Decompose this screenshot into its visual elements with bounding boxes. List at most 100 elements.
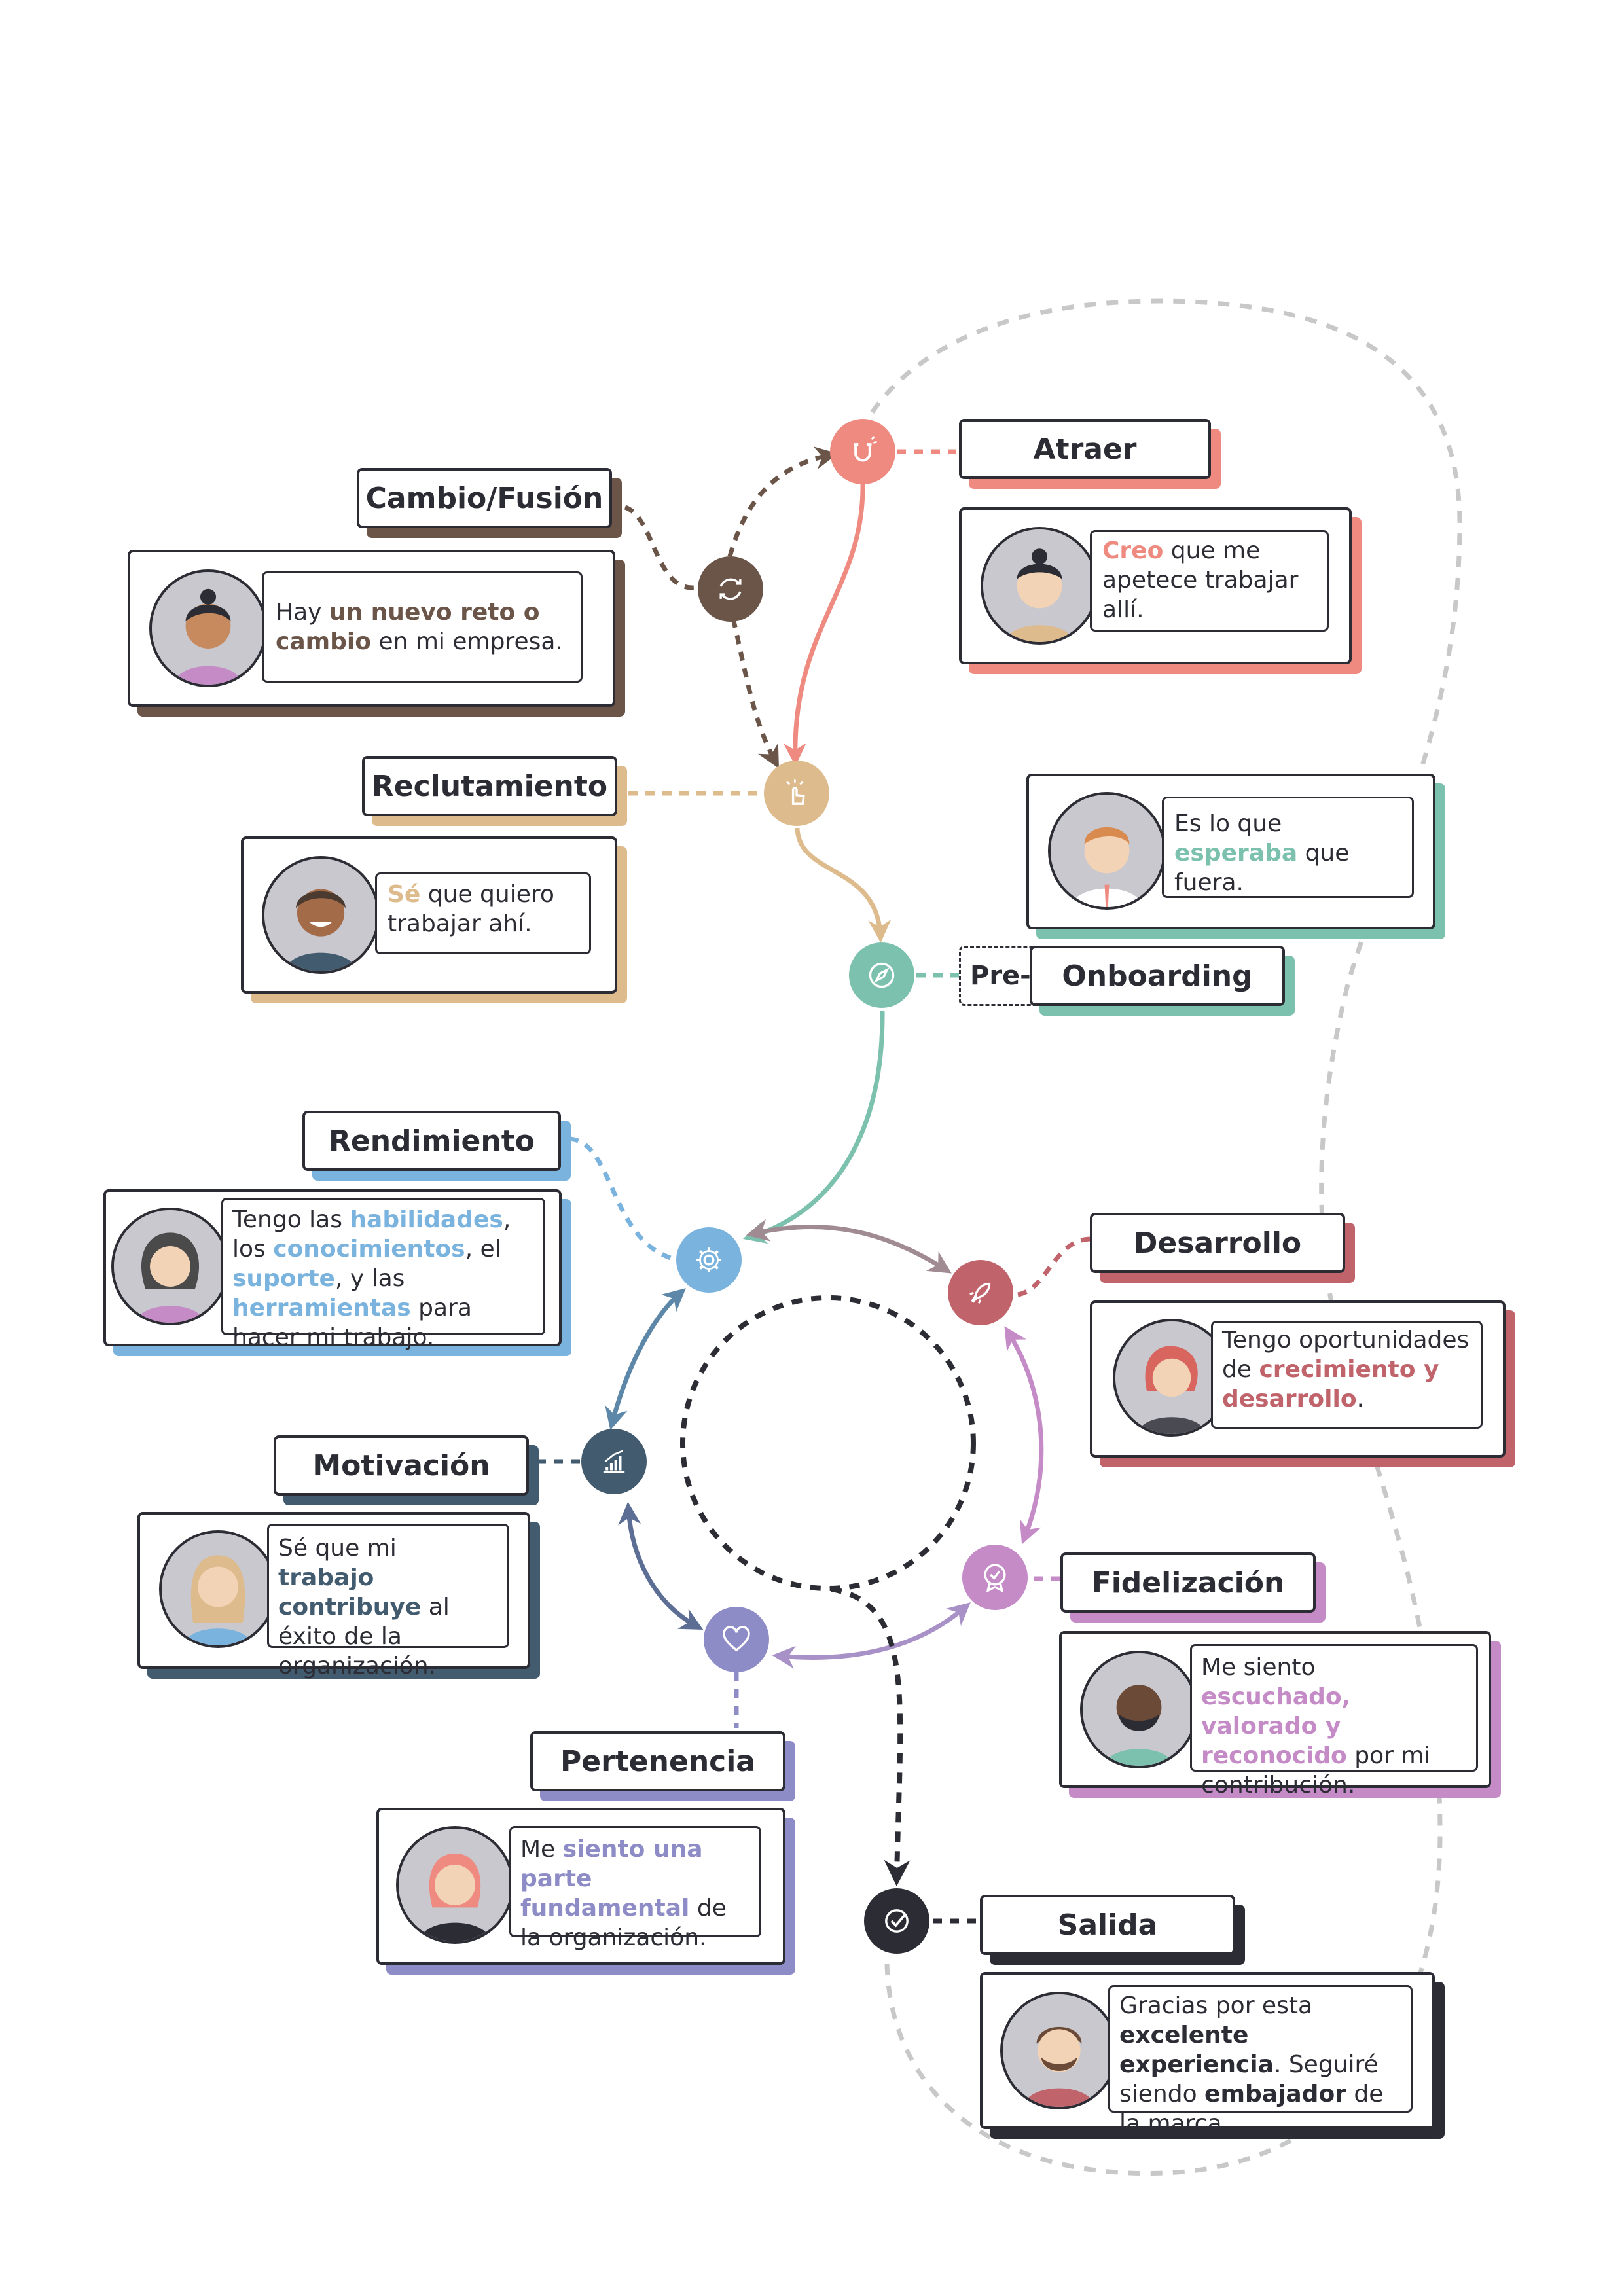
avatar bbox=[159, 1530, 277, 1648]
onboarding-to-rendimiento bbox=[742, 1011, 885, 1244]
pertenencia-quote: Me siento una parte fundamental de la or… bbox=[509, 1826, 761, 1951]
rendimiento-to-desarrollo bbox=[746, 1219, 952, 1274]
motivacion-node[interactable] bbox=[581, 1429, 647, 1494]
quote-text: Creo que me apetece trabajar allí. bbox=[1102, 536, 1316, 624]
quote-segment: . bbox=[1356, 1386, 1365, 1412]
avatar bbox=[1048, 792, 1166, 910]
quote-segment: de la marca. bbox=[1119, 2081, 1384, 2137]
pertenencia-to-motivacion bbox=[618, 1501, 704, 1630]
avatar bbox=[111, 1208, 229, 1325]
inner-cycle-circle bbox=[680, 1295, 976, 1591]
quote-segment: Me siento bbox=[1201, 1654, 1316, 1681]
quote-highlight: escuchado, valorado y reconocido bbox=[1201, 1683, 1351, 1769]
rocket-icon bbox=[969, 1282, 991, 1304]
reclutamiento-node[interactable] bbox=[764, 761, 829, 826]
onboarding-title: Onboarding bbox=[1030, 946, 1285, 1006]
quote-highlight: herramientas bbox=[232, 1295, 411, 1321]
fidelizacion-to-pertenencia bbox=[772, 1602, 971, 1669]
cambio-to-atraer bbox=[727, 446, 839, 557]
quote-highlight: esperaba bbox=[1174, 840, 1298, 867]
quote-segment: Tengo las bbox=[232, 1206, 350, 1233]
quote-segment: Hay bbox=[276, 599, 329, 626]
return-loop-path bbox=[861, 298, 1462, 2176]
quote-text: Sé que quiero trabajar ahí. bbox=[388, 880, 579, 939]
cambio-quote: Hay un nuevo reto o cambio en mi empresa… bbox=[262, 571, 583, 683]
desarrollo-node[interactable] bbox=[948, 1260, 1013, 1325]
reclutamiento-title: Reclutamiento bbox=[362, 756, 617, 816]
cambio-node[interactable] bbox=[698, 556, 763, 622]
onboarding-node[interactable] bbox=[849, 942, 914, 1008]
quote-text: Es lo que esperaba que fuera. bbox=[1174, 809, 1401, 897]
cycle-to-salida bbox=[831, 1587, 911, 1886]
quote-segment: que quiero trabajar ahí. bbox=[388, 881, 554, 937]
atraer-to-reclutamiento bbox=[783, 484, 865, 766]
avatar bbox=[1000, 1992, 1118, 2109]
quote-segment: , los bbox=[232, 1206, 511, 1263]
atraer-quote: Creo que me apetece trabajar allí. bbox=[1090, 530, 1329, 632]
reclutamiento-quote: Sé que quiero trabajar ahí. bbox=[375, 872, 591, 954]
quote-highlight: excelente experiencia bbox=[1119, 2022, 1274, 2078]
avatar bbox=[149, 569, 267, 687]
quote-highlight: conocimientos bbox=[273, 1236, 465, 1263]
pertenencia-title: Pertenencia bbox=[530, 1731, 785, 1791]
cambio-title: Cambio/Fusión bbox=[357, 468, 612, 528]
cambio-connector bbox=[624, 505, 695, 590]
quote-highlight: siento una parte fundamental bbox=[520, 1836, 703, 1922]
quote-highlight: Sé bbox=[388, 881, 421, 908]
quote-text: Tengo oportunidades de crecimiento y des… bbox=[1222, 1325, 1471, 1414]
quote-segment: que fuera. bbox=[1174, 840, 1350, 896]
quote-segment: . Seguiré siendo bbox=[1119, 2051, 1379, 2108]
atraer-title: Atraer bbox=[959, 419, 1211, 479]
desarrollo-label-link bbox=[1017, 1236, 1091, 1297]
quote-text: Gracias por esta excelente experiencia. … bbox=[1119, 1991, 1401, 2138]
quote-highlight: Creo bbox=[1102, 537, 1164, 564]
quote-highlight: embajador bbox=[1204, 2081, 1346, 2108]
quote-text: Me siento escuchado, valorado y reconoci… bbox=[1201, 1653, 1467, 1800]
salida-node[interactable] bbox=[864, 1888, 929, 1954]
avatar bbox=[262, 856, 380, 974]
quote-segment: para hacer mi trabajo. bbox=[232, 1295, 472, 1351]
quote-segment: , y las bbox=[334, 1265, 405, 1292]
quote-segment: Tengo oportunidades de bbox=[1222, 1327, 1470, 1383]
pertenencia-node[interactable] bbox=[704, 1607, 769, 1672]
quote-segment: Es lo que bbox=[1174, 810, 1282, 837]
motivacion-quote: Sé que mi trabajo contribuye al éxito de… bbox=[267, 1524, 509, 1679]
fidelizacion-title: Fidelización bbox=[1060, 1552, 1316, 1613]
quote-segment: Gracias por esta bbox=[1119, 1992, 1313, 2019]
avatar bbox=[981, 527, 1098, 645]
fidelizacion-node[interactable] bbox=[962, 1545, 1028, 1610]
desarrollo-quote: Tengo oportunidades de crecimiento y des… bbox=[1211, 1321, 1483, 1429]
salida-title: Salida bbox=[980, 1895, 1235, 1955]
quote-segment: Me bbox=[520, 1836, 563, 1863]
growth-chart-icon bbox=[603, 1450, 625, 1473]
quote-highlight: un nuevo reto o cambio bbox=[276, 599, 540, 655]
fidelizacion-quote: Me siento escuchado, valorado y reconoci… bbox=[1190, 1644, 1478, 1799]
check-circle-icon bbox=[885, 1909, 909, 1933]
rendimiento-quote: Tengo las habilidades, los conocimientos… bbox=[221, 1198, 545, 1351]
quote-segment: que me apetece trabajar allí. bbox=[1102, 537, 1299, 623]
quote-segment: por mi contribución. bbox=[1201, 1742, 1431, 1799]
heart-icon bbox=[723, 1626, 750, 1652]
quote-segment: de la organización. bbox=[520, 1895, 727, 1951]
avatar bbox=[1113, 1319, 1231, 1437]
rendimiento-node[interactable] bbox=[676, 1227, 742, 1293]
rendimiento-label-link bbox=[569, 1136, 678, 1263]
quote-highlight: trabajo contribuye bbox=[278, 1564, 422, 1621]
rendimiento-title: Rendimiento bbox=[302, 1111, 561, 1171]
salida-quote: Gracias por esta excelente experiencia. … bbox=[1108, 1985, 1413, 2137]
onboarding-quote: Es lo que esperaba que fuera. bbox=[1162, 797, 1414, 898]
quote-text: Me siento una parte fundamental de la or… bbox=[520, 1835, 750, 1952]
desarrollo-title: Desarrollo bbox=[1090, 1213, 1345, 1273]
quote-text: Hay un nuevo reto o cambio en mi empresa… bbox=[276, 598, 569, 656]
atraer-node[interactable] bbox=[830, 419, 895, 484]
avatar bbox=[1080, 1651, 1198, 1768]
refresh-icon bbox=[719, 578, 742, 600]
quote-text: Sé que mi trabajo contribuye al éxito de… bbox=[278, 1534, 498, 1681]
quote-segment: en mi empresa. bbox=[371, 628, 563, 655]
compass-icon bbox=[869, 962, 895, 988]
quote-highlight: habilidades bbox=[350, 1206, 503, 1233]
quote-highlight: suporte bbox=[232, 1265, 335, 1292]
motivacion-title: Motivación bbox=[274, 1435, 529, 1496]
quote-highlight: crecimiento y desarrollo bbox=[1222, 1356, 1439, 1412]
magnet-icon bbox=[854, 436, 877, 462]
